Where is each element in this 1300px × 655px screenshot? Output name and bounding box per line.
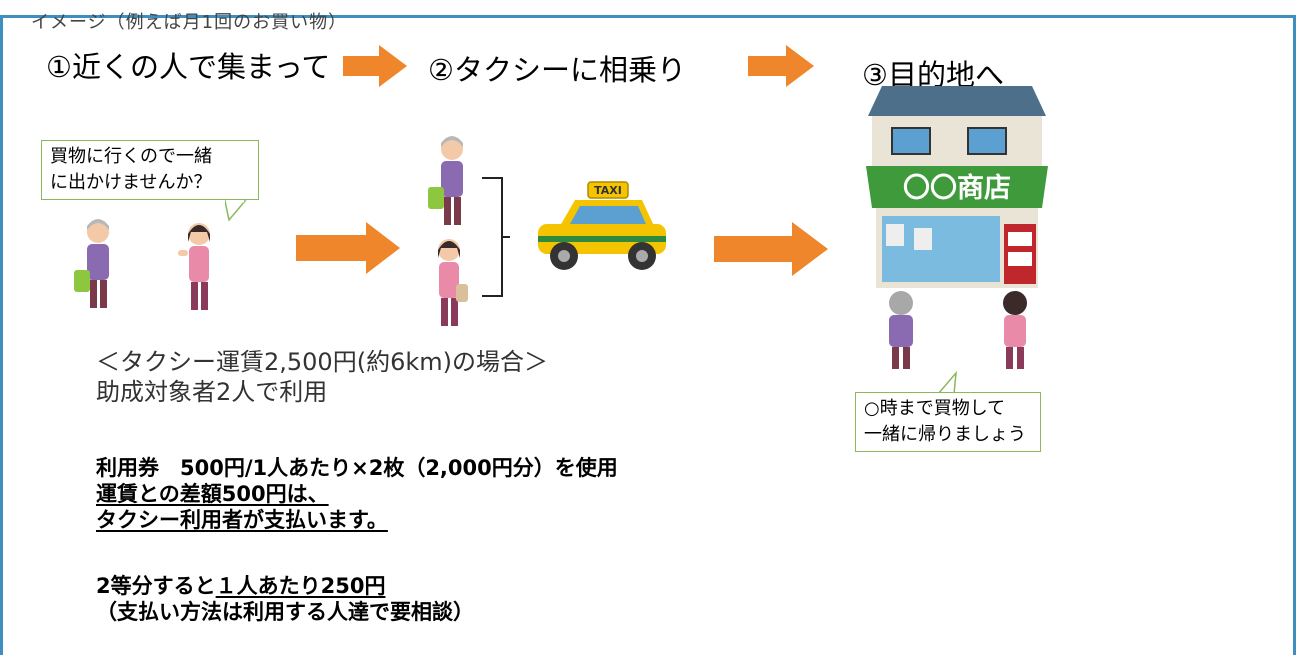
- shop-icon: 〇〇商店: [866, 86, 1048, 288]
- shop-sign: 〇〇商店: [903, 173, 1011, 204]
- woman-back-icon: [1003, 291, 1027, 369]
- split-line-1: 2等分すると１人あたり250円: [96, 573, 474, 599]
- bubble-line-2: に出かけませんか？: [50, 172, 212, 193]
- diagram-frame: イメージ（例えば月1回のお買い物）: [0, 12, 1296, 655]
- bubble-line-2: 一緒に帰りましょう: [864, 424, 1026, 445]
- header-fragment: イメージ（例えば月1回のお買い物）: [31, 12, 348, 33]
- elderly-woman-icon: [74, 219, 109, 308]
- voucher-line-2: 運賃との差額500円は、: [96, 482, 329, 506]
- speech-bubble-invite: 買物に行くので一緒 に出かけませんか？: [41, 140, 259, 200]
- bubble-line-1: ○時まで買物して: [864, 398, 1006, 419]
- bubble-tail-icon: [225, 200, 247, 222]
- taxi-sign: TAXI: [594, 184, 622, 197]
- group-bracket: [482, 177, 510, 297]
- step-2-label: ②タクシーに相乗り: [428, 53, 686, 87]
- arrow-icon: [343, 45, 407, 87]
- fare-explanation: ＜タクシー運賃2,500円(約6km)の場合＞ 助成対象者2人で利用: [96, 347, 548, 407]
- taxi-icon: TAXI: [538, 181, 666, 270]
- split-prefix: 2等分すると: [96, 574, 216, 598]
- arrow-icon: [296, 222, 400, 274]
- elderly-woman-back-icon: [889, 291, 913, 369]
- voucher-line-1: 利用券 500円/1人あたり×2枚（2,000円分）を使用: [96, 456, 618, 480]
- split-amount: １人あたり250円: [215, 574, 386, 598]
- arrow-icon: [714, 222, 828, 276]
- step-1-label: ①近くの人で集まって: [46, 50, 331, 84]
- arrow-icon: [748, 45, 814, 87]
- fare-line-1: ＜タクシー運賃2,500円(約6km)の場合＞: [96, 348, 548, 376]
- split-explanation: 2等分すると１人あたり250円 （支払い方法は利用する人達で要相談）: [96, 573, 474, 625]
- voucher-line-3: タクシー利用者が支払います。: [96, 508, 388, 532]
- split-note: （支払い方法は利用する人達で要相談）: [96, 600, 474, 624]
- bubble-line-1: 買物に行くので一緒: [50, 146, 212, 167]
- woman-icon: [178, 223, 210, 310]
- fare-line-2: 助成対象者2人で利用: [96, 378, 328, 406]
- speech-bubble-return: ○時まで買物して 一緒に帰りましょう: [855, 392, 1041, 452]
- elderly-woman-icon: [428, 136, 463, 225]
- woman-icon: [438, 239, 468, 326]
- voucher-explanation: 利用券 500円/1人あたり×2枚（2,000円分）を使用 運賃との差額500円…: [96, 455, 618, 533]
